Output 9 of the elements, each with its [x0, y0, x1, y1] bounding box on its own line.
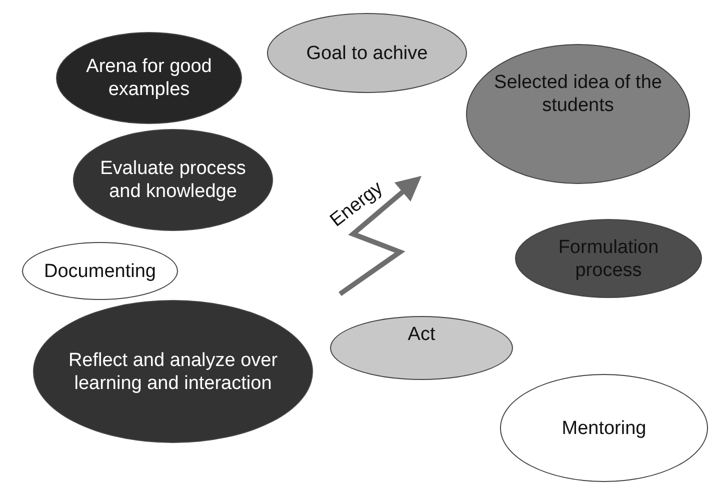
node-label: Evaluate process and knowledge — [99, 157, 247, 203]
node-label: Selected idea of the students — [493, 71, 663, 117]
node-label: Arena for good examples — [85, 55, 213, 101]
node-label: Goal to achive — [306, 42, 428, 64]
node-label: Act — [408, 323, 436, 346]
node-label: Formulation process — [557, 236, 660, 282]
node-label: Mentoring — [562, 416, 646, 440]
node-label: Reflect and analyze over learning and interaction — [67, 348, 279, 394]
node-label: Documenting — [44, 260, 156, 282]
